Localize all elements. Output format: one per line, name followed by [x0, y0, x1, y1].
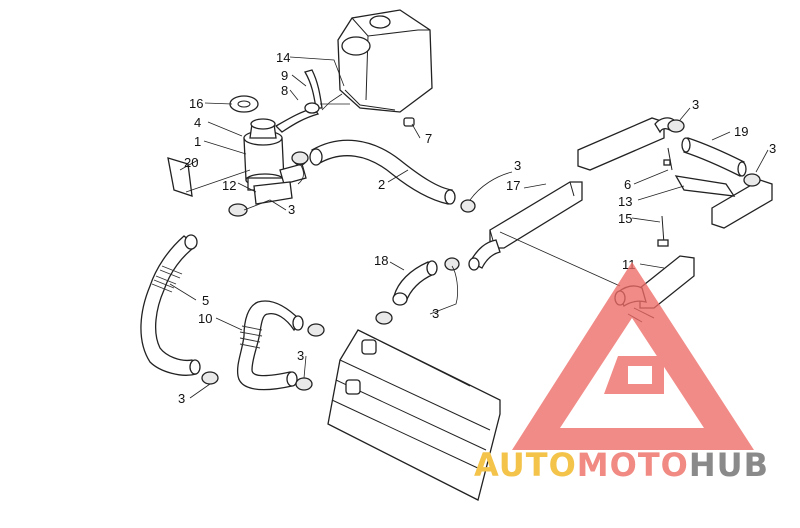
callout-3-clamp-c: 3 [432, 306, 439, 321]
callout-3-clamp-d: 3 [297, 348, 304, 363]
watermark-moto: MOTO [577, 446, 689, 484]
hose-2 [309, 139, 456, 205]
callout-labels: 14 9 8 16 4 1 20 12 2 7 3 3 3 3 3 3 3 17… [178, 50, 776, 406]
leader-lines [169, 56, 769, 399]
watermark-auto: AUTO [474, 446, 577, 484]
callout-3-clamp-e: 3 [178, 391, 185, 406]
callout-3-clamp-b: 3 [514, 158, 521, 173]
hose-8-9 [274, 69, 323, 133]
hose-19 [681, 137, 747, 177]
hose-10 [236, 300, 304, 391]
callout-18: 18 [374, 253, 388, 268]
tank [321, 9, 433, 113]
callout-14: 14 [276, 50, 290, 65]
automotohub-logo-icon [512, 262, 754, 450]
callout-9: 9 [281, 68, 288, 83]
callout-19: 19 [734, 124, 748, 139]
clamps [201, 119, 761, 391]
callout-8: 8 [281, 83, 288, 98]
callout-7: 7 [425, 131, 432, 146]
callout-6: 6 [624, 177, 631, 192]
reference-lines [185, 103, 621, 287]
tunnel-panel [327, 329, 501, 501]
callout-17: 17 [506, 178, 520, 193]
watermark-hub: HUB [689, 446, 769, 484]
callout-4: 4 [194, 115, 201, 130]
plate-13 [674, 175, 736, 197]
callout-20: 20 [184, 155, 198, 170]
callout-2: 2 [378, 177, 385, 192]
callout-5: 5 [202, 293, 209, 308]
callout-3-clamp-g: 3 [769, 141, 776, 156]
watermark-brand: AUTOMOTOHUB [474, 446, 769, 484]
callout-15: 15 [618, 211, 632, 226]
radiator-cap [229, 95, 259, 113]
callout-13: 13 [618, 194, 632, 209]
callout-3-clamp-f: 3 [692, 97, 699, 112]
bracket-20 [167, 157, 193, 197]
fitting-7 [403, 117, 415, 127]
callout-16: 16 [189, 96, 203, 111]
callout-10: 10 [198, 311, 212, 326]
heat-exchanger-upper-right [577, 117, 773, 229]
callout-12: 12 [222, 178, 236, 193]
heat-exchanger-17 [468, 181, 583, 271]
hose-18 [392, 260, 438, 306]
bolt-6-15 [657, 147, 673, 247]
callout-3-clamp-a: 3 [288, 202, 295, 217]
callout-1: 1 [194, 134, 201, 149]
hose-5 [140, 234, 201, 376]
